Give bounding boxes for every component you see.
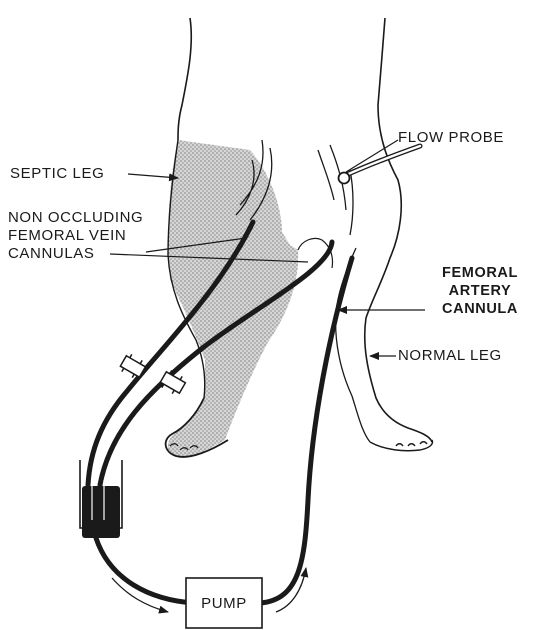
label-flow-probe: FLOW PROBE (398, 128, 504, 147)
reservoir-fluid (82, 486, 120, 538)
normal-leg-paw (370, 440, 433, 451)
septic-leg-shading (168, 140, 298, 457)
label-non-occluding-1: NON OCCLUDING (8, 208, 143, 227)
leader-septic-leg (128, 174, 178, 178)
septic-leg (166, 18, 299, 457)
label-normal-leg: NORMAL LEG (398, 346, 502, 365)
normal-leg (298, 18, 433, 451)
normal-leg-inner-lines (318, 145, 353, 235)
septic-leg-outline-upper (178, 18, 191, 140)
label-femoral-artery-3: CANNULA (430, 300, 530, 319)
clamp-1 (118, 352, 147, 380)
normal-leg-outline-right (365, 18, 432, 442)
label-femoral-artery-1: FEMORAL (430, 264, 530, 283)
label-pump: PUMP (186, 594, 262, 613)
label-non-occluding-3: CANNULAS (8, 244, 95, 263)
label-septic-leg: SEPTIC LEG (10, 164, 104, 183)
label-femoral-artery-2: ARTERY (430, 282, 530, 301)
label-non-occluding-2: FEMORAL VEIN (8, 226, 126, 245)
flow-probe-head (339, 173, 350, 184)
reservoir-to-pump-tube (96, 538, 194, 603)
